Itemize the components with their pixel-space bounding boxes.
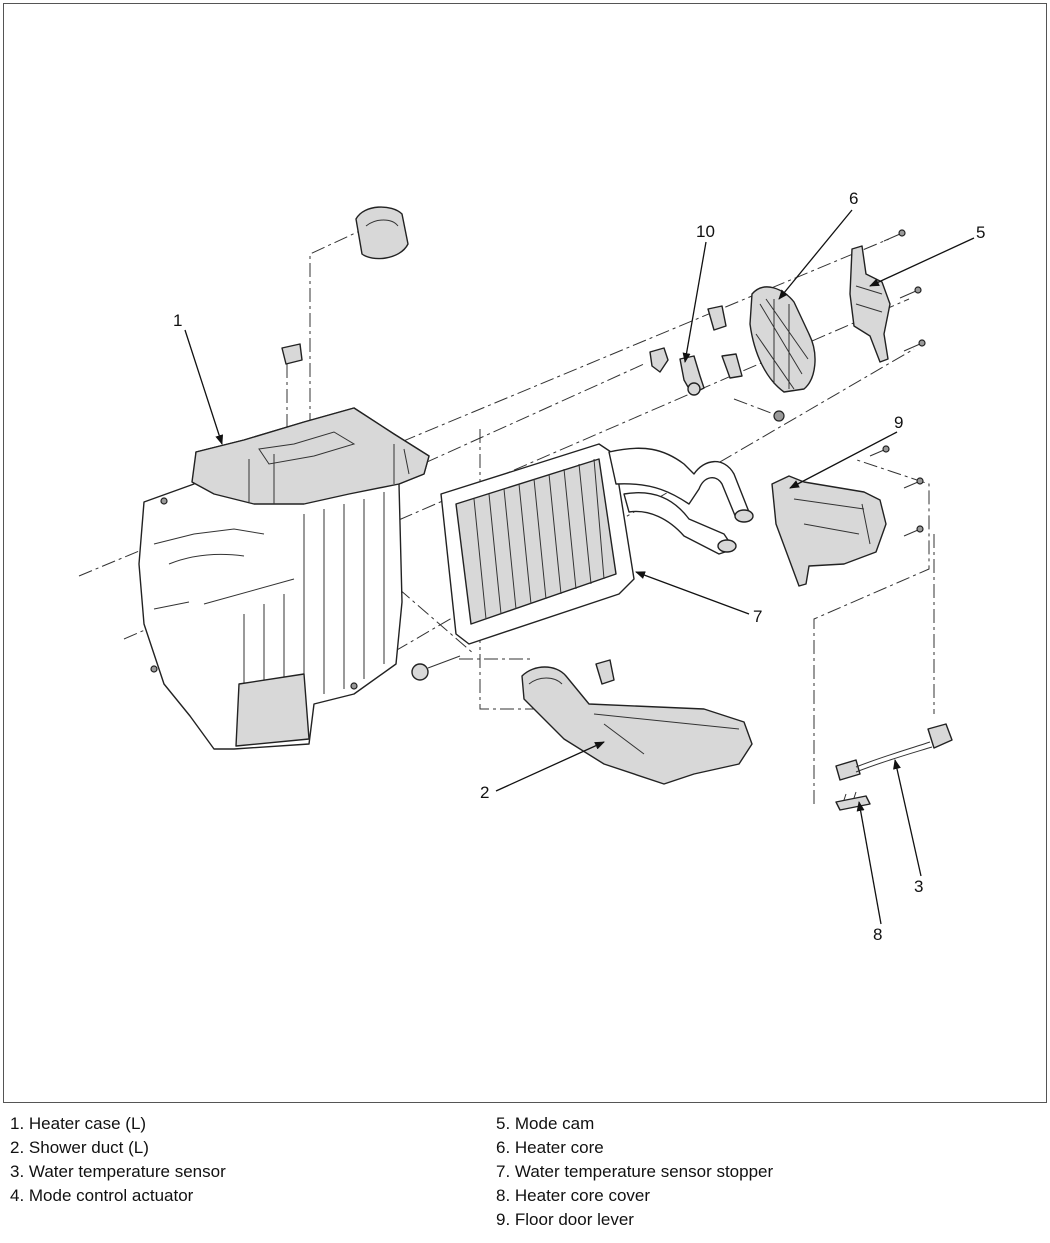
callout-8: 8 [873, 925, 882, 944]
mode-cam-part [849, 245, 891, 363]
legend-item: 3. Water temperature sensor [10, 1162, 226, 1181]
shower-duct-part [521, 659, 753, 785]
lever-parts [649, 305, 785, 422]
callout-7: 7 [753, 607, 762, 626]
heater-case-part [138, 407, 430, 750]
clip-part [281, 343, 303, 365]
heater-core-part [440, 443, 754, 645]
legend-column-left: 1. Heater case (L) 2. Shower duct (L) 3.… [10, 1112, 226, 1208]
sensor-stopper-part [835, 791, 871, 811]
callout-6: 6 [849, 189, 858, 208]
fastener-part [411, 655, 461, 681]
legend-item: 5. Mode cam [496, 1114, 595, 1133]
callout-labels: 1 2 3 5 6 7 8 9 10 [173, 189, 985, 944]
legend-item: 4. Mode control actuator [10, 1186, 194, 1205]
callout-9: 9 [894, 413, 903, 432]
legend-item: 6. Heater core [496, 1138, 604, 1157]
legend-item: 7. Water temperature sensor stopper [496, 1162, 774, 1181]
callout-1: 1 [173, 311, 182, 330]
exploded-diagram-frame: 1 2 3 5 6 7 8 9 10 [3, 3, 1047, 1103]
legend-item: 1. Heater case (L) [10, 1114, 147, 1133]
legend-item: 2. Shower duct (L) [10, 1138, 149, 1157]
parts-legend: 1. Heater case (L) 2. Shower duct (L) 3.… [0, 1108, 1050, 1243]
screws [869, 229, 926, 537]
legend-column-right: 5. Mode cam 6. Heater core 7. Water temp… [496, 1112, 773, 1232]
shower-duct-top-part [355, 206, 409, 260]
water-temperature-sensor-part [835, 723, 953, 781]
exploded-diagram: 1 2 3 5 6 7 8 9 10 [78, 189, 985, 944]
floor-door-lever-part [771, 475, 887, 587]
legend-item: 8. Heater core cover [496, 1186, 651, 1205]
callout-5: 5 [976, 223, 985, 242]
leader-lines [184, 209, 975, 925]
callout-3: 3 [914, 877, 923, 896]
callout-2: 2 [480, 783, 489, 802]
callout-10: 10 [696, 222, 715, 241]
heater-core-cover-part [749, 286, 816, 393]
legend-item: 9. Floor door lever [496, 1210, 634, 1229]
